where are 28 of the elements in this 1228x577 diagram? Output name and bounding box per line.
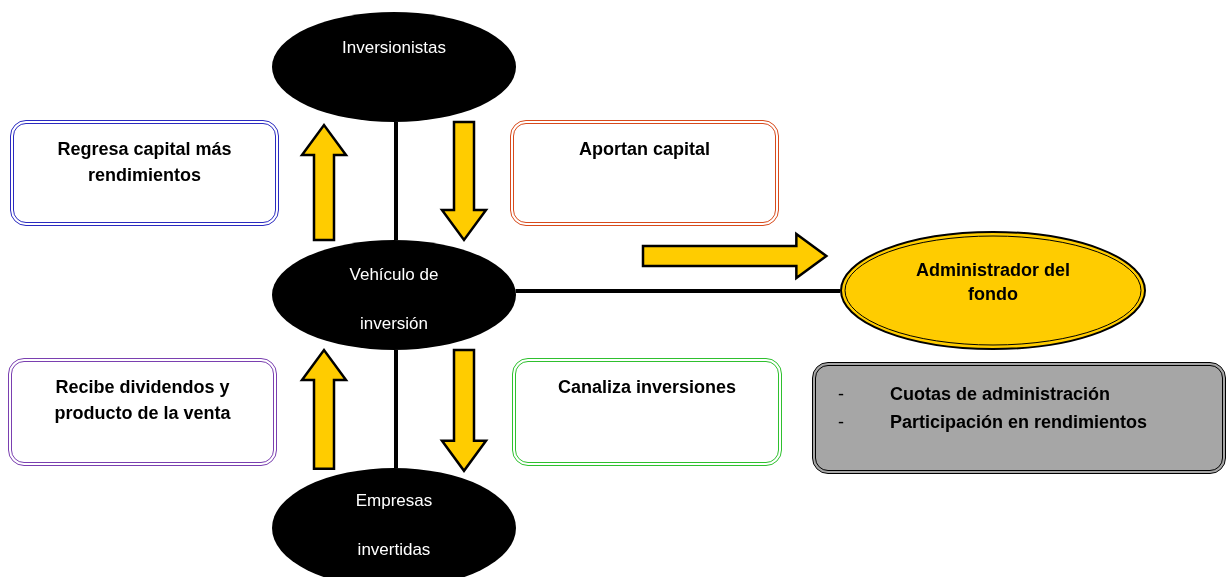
block-arrow xyxy=(299,347,349,471)
box-text: Regresa capital más rendimientos xyxy=(56,138,233,187)
rounded-box xyxy=(812,362,1226,474)
node-label: Empresas invertidas xyxy=(354,490,434,561)
block-arrow xyxy=(439,120,489,243)
highlighted-oval-node xyxy=(840,231,1146,350)
oval-node xyxy=(272,12,516,122)
connector-line xyxy=(394,122,398,240)
node-label: Inversionistas xyxy=(341,37,447,59)
list-bullet: - xyxy=(838,411,844,434)
list-item: Participación en rendimientos xyxy=(890,411,1148,434)
rounded-box xyxy=(8,358,277,466)
box-text: Canaliza inversiones xyxy=(556,376,738,399)
oval-node xyxy=(272,240,516,350)
box-text: Recibe dividendos y producto de la venta xyxy=(53,376,232,425)
box-text: Aportan capital xyxy=(578,138,711,161)
block-arrow xyxy=(439,348,489,473)
block-arrow xyxy=(641,231,829,281)
rounded-box xyxy=(512,358,782,466)
node-label: Administrador del fondo xyxy=(915,259,1071,306)
node-label: Vehículo de inversión xyxy=(348,264,440,335)
connector-line xyxy=(394,350,398,468)
list-item: Cuotas de administración xyxy=(890,383,1111,406)
list-bullet: - xyxy=(838,383,844,406)
rounded-box xyxy=(10,120,279,226)
connector-line xyxy=(515,289,840,293)
rounded-box xyxy=(510,120,779,226)
block-arrow xyxy=(299,122,349,242)
